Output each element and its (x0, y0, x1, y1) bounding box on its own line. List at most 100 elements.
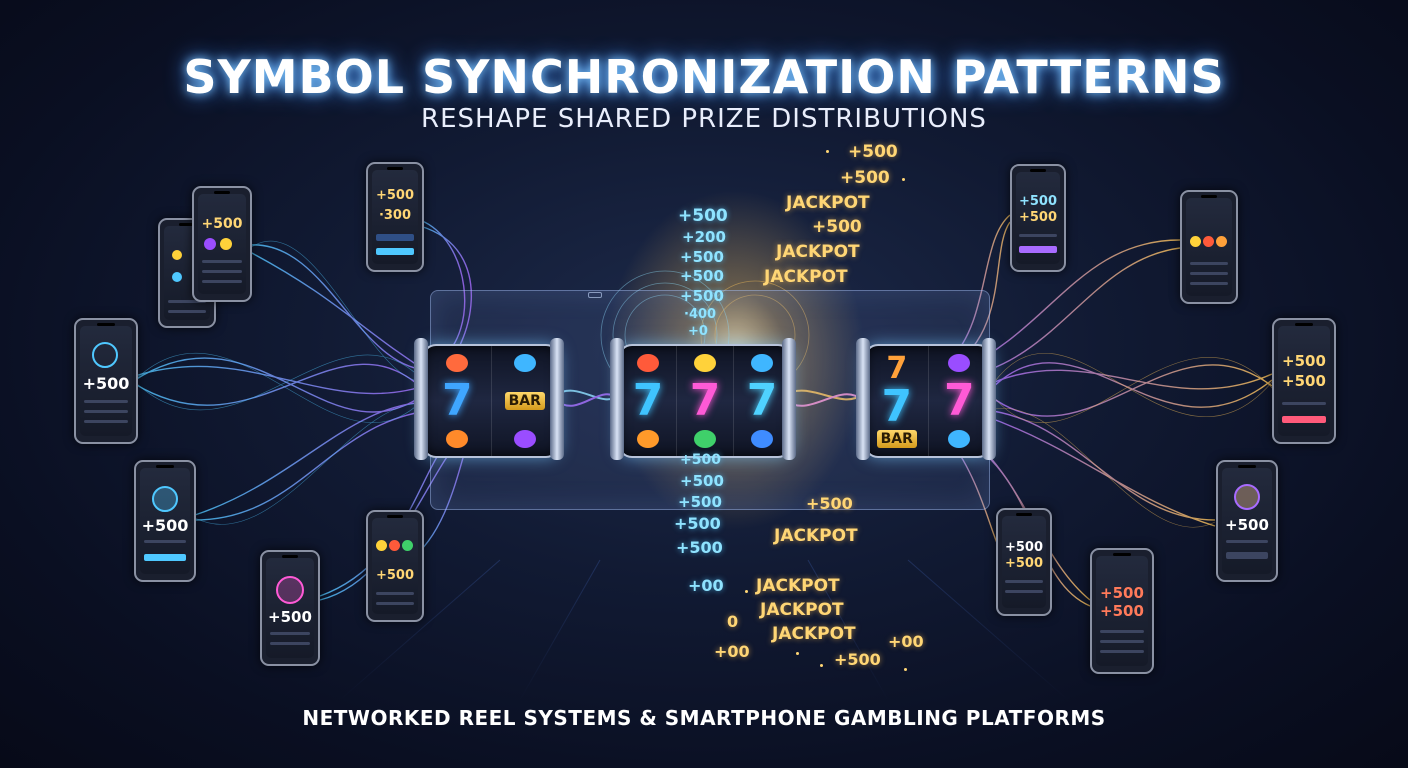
smartphone (1180, 190, 1238, 304)
reel-right: 7 7 BAR 7 (864, 344, 992, 458)
phone-prize-value: +500 (375, 188, 415, 203)
prize-float: +500 (678, 493, 722, 511)
cherry-icon (389, 540, 400, 551)
jackpot-label: JACKPOT (776, 242, 860, 262)
seven-symbol: 7 (689, 375, 721, 426)
orange-icon (446, 430, 469, 448)
phone-button[interactable] (375, 248, 415, 255)
prize-float: +500 (840, 168, 890, 188)
smartphone: +500 (134, 460, 196, 582)
phone-prize-value: +500 (1100, 602, 1144, 620)
coin-icon (1216, 236, 1227, 247)
prize-float: +200 (682, 228, 726, 246)
reel-left-col-1: 7 (424, 346, 492, 456)
prize-float: +500 (680, 248, 724, 266)
plum-icon (513, 354, 536, 372)
seven-partial-icon (751, 430, 773, 448)
smartphone: +500 +500 (996, 508, 1052, 616)
orange-icon (637, 354, 659, 372)
reel-right-cap (856, 338, 870, 460)
seven-symbol: 7 (943, 375, 975, 426)
plum-icon (513, 430, 536, 448)
reel-center-col-2: 7 (677, 346, 734, 456)
jackpot-label: JACKPOT (786, 193, 870, 213)
page-subtitle: RESHAPE SHARED PRIZE DISTRIBUTIONS (421, 104, 987, 134)
plum-icon (948, 430, 971, 448)
smartphone: +500 +500 (1272, 318, 1336, 444)
phone-prize-value: +500 (1282, 352, 1326, 370)
coin-icon (220, 238, 232, 250)
plum-icon (751, 354, 773, 372)
phone-button[interactable] (375, 234, 415, 241)
sparkle (745, 590, 748, 593)
prize-float: +00 (714, 642, 750, 661)
phone-prize-value: +500 (375, 568, 415, 583)
phone-prize-value: +500 (1100, 584, 1144, 602)
reel-center-cap (782, 338, 796, 460)
reel-right-col-2: 7 (929, 346, 991, 456)
gem-icon (402, 540, 413, 551)
phone-button[interactable] (144, 554, 186, 561)
phone-prize-value: +500 (141, 516, 189, 535)
smartphone: +500 (74, 318, 138, 444)
seven-symbol: 7 (746, 375, 778, 426)
phone-button[interactable] (1282, 416, 1326, 423)
reel-right-col-1: 7 7 BAR (866, 346, 929, 456)
reel-panel-tab (588, 292, 602, 298)
phone-button[interactable] (1226, 552, 1268, 559)
phone-button[interactable] (1019, 246, 1057, 253)
phone-prize-value: +500 (201, 216, 243, 232)
reel-left-cap (550, 338, 564, 460)
avatar-icon (152, 486, 178, 512)
prize-float: +500 (680, 472, 724, 490)
smartphone: +500 +500 (1090, 548, 1154, 674)
phone-prize-value: ·300 (378, 208, 412, 223)
prize-float: +0 (688, 324, 708, 339)
jackpot-label: JACKPOT (764, 267, 848, 287)
sparkle (902, 178, 905, 181)
sparkle (904, 668, 907, 671)
avatar-icon (276, 576, 304, 604)
phone-prize-value: +500 (1018, 210, 1058, 225)
reel-left-cap (414, 338, 428, 460)
cherry-icon (1203, 236, 1214, 247)
reel-center-col-1: 7 (620, 346, 677, 456)
jackpot-label: JACKPOT (772, 624, 856, 644)
sparkle (820, 664, 823, 667)
phone-prize-value: +500 (1282, 372, 1326, 390)
prize-float: +500 (812, 217, 862, 237)
reel-center: 7 7 7 (618, 344, 792, 458)
reel-right-cap (982, 338, 996, 460)
prize-float: +00 (688, 576, 724, 595)
trophy-icon (92, 342, 118, 368)
prize-float: +500 (680, 267, 724, 285)
sparkle (826, 150, 829, 153)
coin-icon (376, 540, 387, 551)
bar-symbol: BAR (504, 392, 545, 410)
jackpot-label: JACKPOT (760, 600, 844, 620)
phone-prize-value: +500 (1225, 516, 1269, 534)
phone-prize-value: +500 (1018, 194, 1058, 209)
sparkle (796, 652, 799, 655)
smartphone: +500 +500 (1010, 164, 1066, 272)
avatar-icon (1234, 484, 1260, 510)
prize-float: +500 (678, 206, 728, 226)
orange-icon (637, 430, 659, 448)
gem-icon (204, 238, 216, 250)
coin-icon (1190, 236, 1201, 247)
leaf-icon (694, 430, 716, 448)
phone-prize-value: +500 (82, 374, 130, 393)
orange-icon (446, 354, 469, 372)
jackpot-label: JACKPOT (756, 576, 840, 596)
prize-float: +500 (848, 142, 898, 162)
jackpot-label: JACKPOT (774, 526, 858, 546)
seven-symbol: 7 (441, 375, 473, 426)
prize-float: +500 (680, 287, 724, 305)
smartphone: +500 (366, 510, 424, 622)
reel-center-col-3: 7 (734, 346, 790, 456)
plum-icon (948, 354, 971, 372)
prize-float: ·400 (684, 307, 717, 322)
page-title: SYMBOL SYNCHRONIZATION PATTERNS (183, 50, 1225, 104)
coin-icon (172, 250, 182, 260)
